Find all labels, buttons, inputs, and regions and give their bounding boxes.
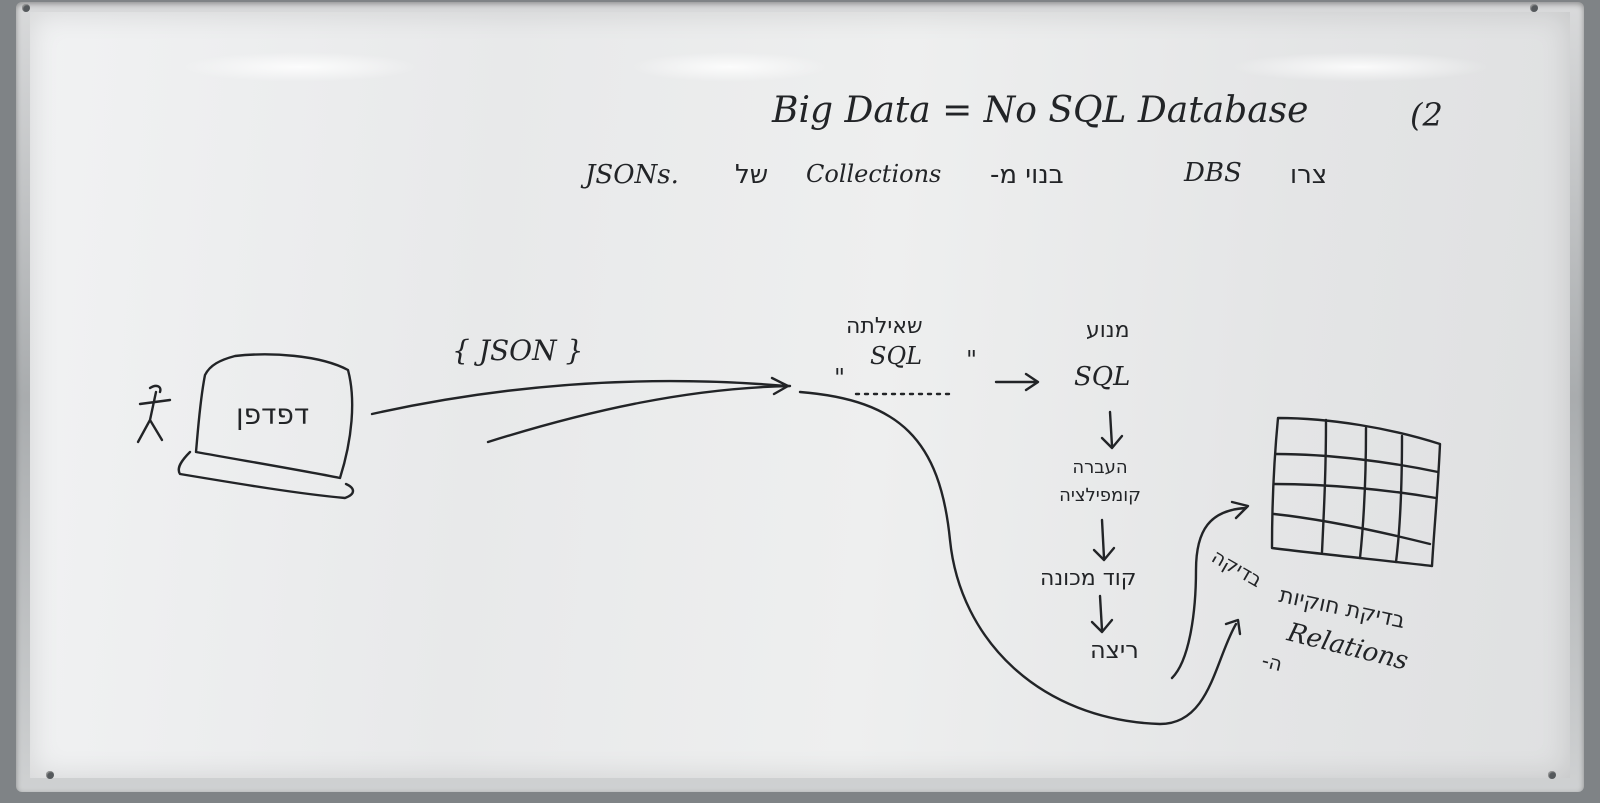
runtime-label: קוד מכונה <box>1040 566 1137 591</box>
table-cols <box>1320 418 1404 564</box>
check-arrow <box>1170 506 1248 680</box>
subline-dbs: DBS <box>1184 158 1242 188</box>
table-outline <box>1270 416 1442 568</box>
down-arrow-3 <box>1090 594 1114 634</box>
heading-text: Big Data = No SQL Database <box>772 90 1309 131</box>
flow-curve-arrowhead <box>1224 618 1242 636</box>
frame-screw <box>1530 4 1538 12</box>
light-glare <box>180 52 420 82</box>
flow-curve <box>798 390 1238 726</box>
table-rows <box>1272 452 1440 546</box>
subline-hebrew-3: של <box>735 160 769 190</box>
quote-open: " <box>834 364 846 392</box>
frame-screw <box>22 4 30 12</box>
subline-hebrew-2: בנוי מ- <box>990 160 1064 190</box>
frame-screw <box>46 771 54 779</box>
quote-close: " <box>966 346 978 374</box>
json-label: { JSON } <box>452 334 584 367</box>
json-arrow-lower <box>486 384 792 444</box>
whiteboard-surface <box>30 12 1570 778</box>
frame-screw <box>1548 771 1556 779</box>
down-arrow-2 <box>1092 518 1116 562</box>
json-arrow-upper <box>370 379 788 416</box>
query-label-hebrew: שאילתה <box>846 314 923 339</box>
browser-box <box>194 353 354 480</box>
run-label: ריצה <box>1090 636 1139 664</box>
engine-label-sql: SQL <box>1074 362 1131 392</box>
subline-hebrew-1: צרו <box>1290 160 1328 190</box>
browser-label: דפדפן <box>236 398 310 431</box>
engine-arrow <box>994 372 1040 392</box>
heading-number: (2 <box>1410 96 1443 134</box>
engine-label-hebrew: מנוע <box>1086 318 1130 343</box>
browser-base <box>177 450 355 500</box>
compile-label: העברה קומפילציה <box>1059 457 1141 506</box>
check-arrowhead <box>1230 500 1250 520</box>
light-glare <box>630 52 830 82</box>
subline-collections: Collections <box>806 160 942 188</box>
stick-figure <box>136 384 172 444</box>
down-arrow-1 <box>1100 410 1124 450</box>
query-label-sql: SQL <box>870 342 923 370</box>
subline-jsons: JSONs. <box>585 160 679 190</box>
light-glare <box>1230 52 1490 82</box>
